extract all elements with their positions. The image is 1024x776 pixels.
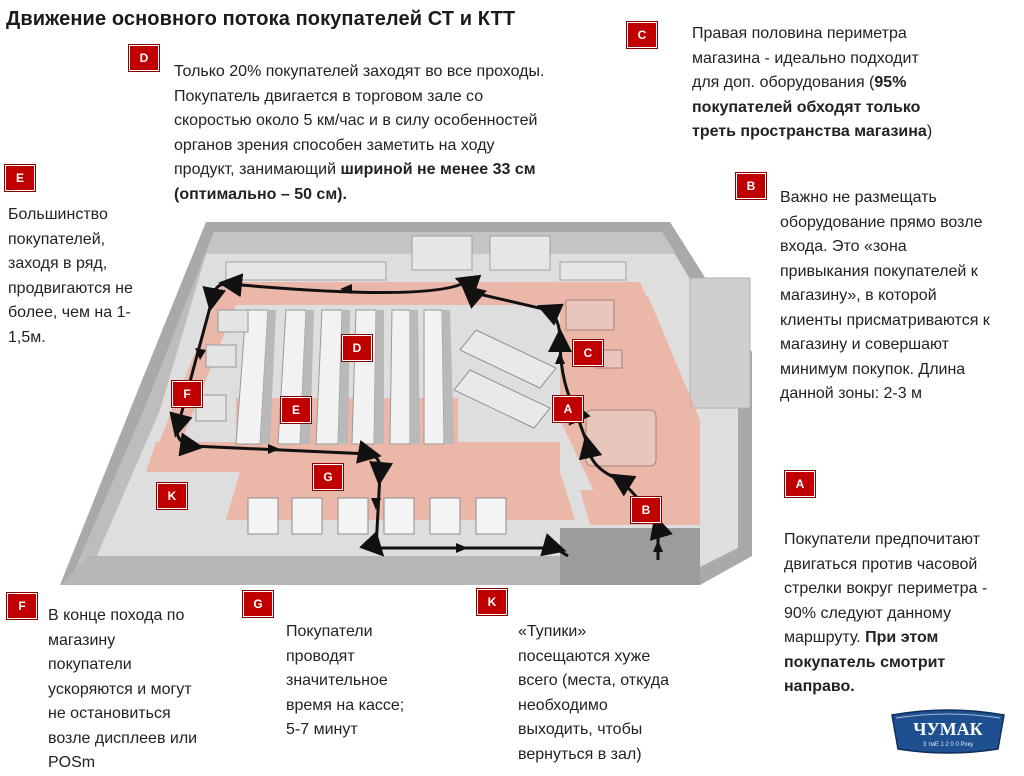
badge-g-diagram: G <box>314 465 342 489</box>
note-b: Важно не размещать оборудование прямо во… <box>780 189 990 402</box>
badge-f-legend: F <box>8 594 36 618</box>
chumak-logo: ЧУМАК З тмЕ 1 2 0 0 Року <box>891 709 1005 754</box>
badge-g-legend: G <box>244 592 272 616</box>
badge-b-legend: B <box>737 174 765 198</box>
note-d: Только 20% покупателей заходят во все пр… <box>174 63 545 203</box>
note-g: Покупатели проводят значительное время н… <box>286 623 405 738</box>
badge-k-legend: K <box>478 590 506 614</box>
note-f: В конце похода по магазину покупатели ус… <box>48 607 198 771</box>
badge-d-legend: D <box>130 46 158 70</box>
badge-f-diagram: F <box>173 382 201 406</box>
note-k: «Тупики» посещаются хуже всего (места, о… <box>518 623 669 763</box>
badge-c-legend: C <box>628 23 656 47</box>
badge-b-diagram: B <box>632 498 660 522</box>
badge-c-diagram: C <box>574 341 602 365</box>
logo-brand: ЧУМАК <box>913 719 982 739</box>
logo-tagline: З тмЕ 1 2 0 0 Року <box>923 742 974 748</box>
note-c: Правая половина периметра магазина - иде… <box>692 25 933 140</box>
badge-a-diagram: A <box>554 397 582 421</box>
badge-a-legend: A <box>786 472 814 496</box>
note-a: Покупатели предпочитают двигаться против… <box>784 531 988 695</box>
slide-title: Движение основного потока покупателей СТ… <box>6 8 516 30</box>
badge-e-legend: E <box>6 166 34 190</box>
customer-path <box>169 273 673 560</box>
path-arrows <box>195 284 663 553</box>
badge-e-diagram: E <box>282 398 310 422</box>
entrance-canopy <box>560 528 700 585</box>
store-front-glass <box>60 556 700 585</box>
back-room <box>689 277 751 409</box>
badge-k-diagram: K <box>158 484 186 508</box>
badge-d-diagram: D <box>343 336 371 360</box>
note-e: Большинство покупателей, заходя в ряд, п… <box>8 206 133 346</box>
